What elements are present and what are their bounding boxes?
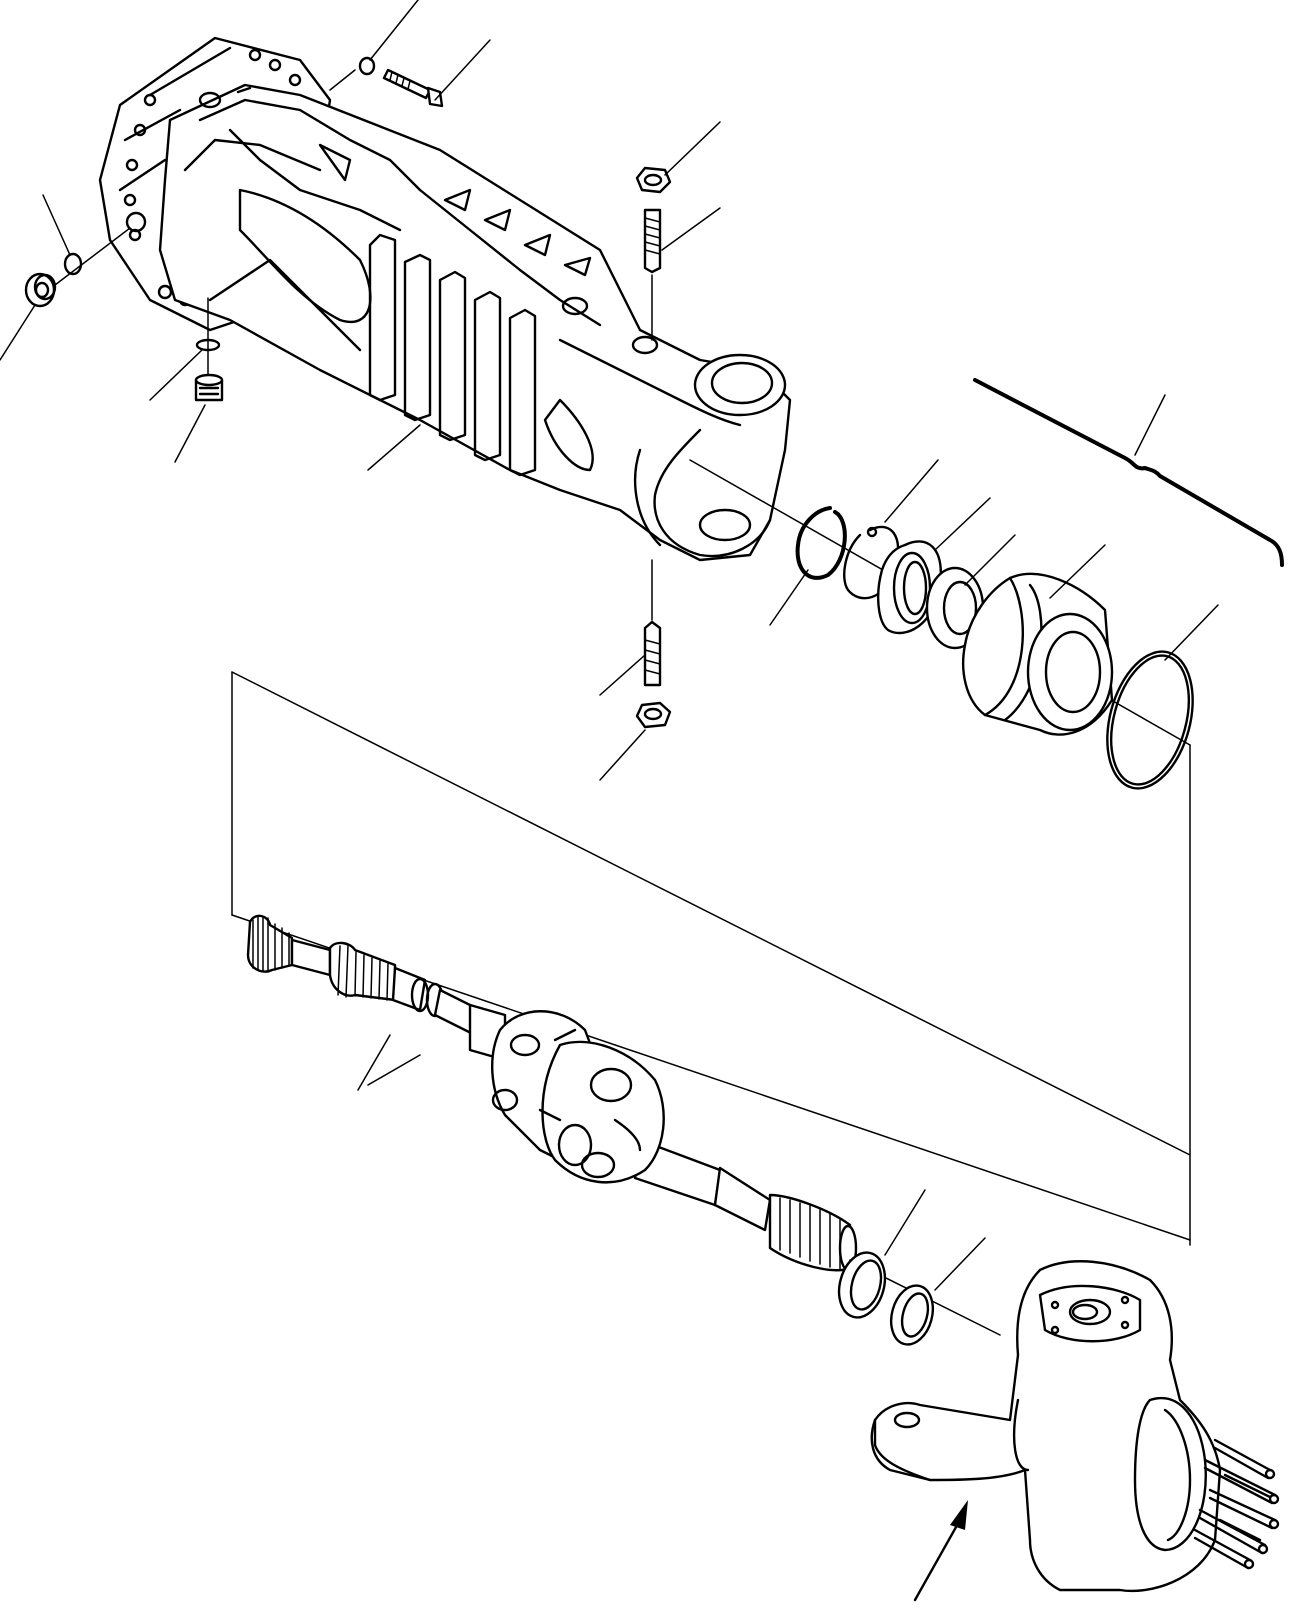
upper-stud bbox=[643, 208, 662, 274]
bolt-washer bbox=[358, 56, 376, 76]
thrust-washer-1 bbox=[837, 1251, 887, 1319]
upper-nut bbox=[635, 166, 672, 194]
bearing bbox=[877, 540, 942, 635]
plug-o-ring bbox=[63, 252, 83, 276]
lower-nut bbox=[635, 701, 672, 729]
snap-ring bbox=[795, 506, 847, 580]
bushing-o-ring bbox=[1106, 650, 1194, 790]
knuckle-arrow bbox=[913, 1500, 968, 1602]
housing-bolt bbox=[382, 68, 444, 108]
bushing bbox=[962, 572, 1114, 736]
lower-stud bbox=[643, 620, 662, 687]
leader-lines bbox=[0, 0, 1219, 1291]
thrust-washer-2 bbox=[889, 1284, 935, 1346]
retaining-ring bbox=[843, 525, 900, 600]
drain-plug bbox=[194, 373, 224, 402]
axle-housing bbox=[98, 36, 792, 562]
universal-joint bbox=[491, 1010, 665, 1184]
steering-knuckle bbox=[870, 1260, 1280, 1593]
filler-plug bbox=[24, 272, 57, 308]
